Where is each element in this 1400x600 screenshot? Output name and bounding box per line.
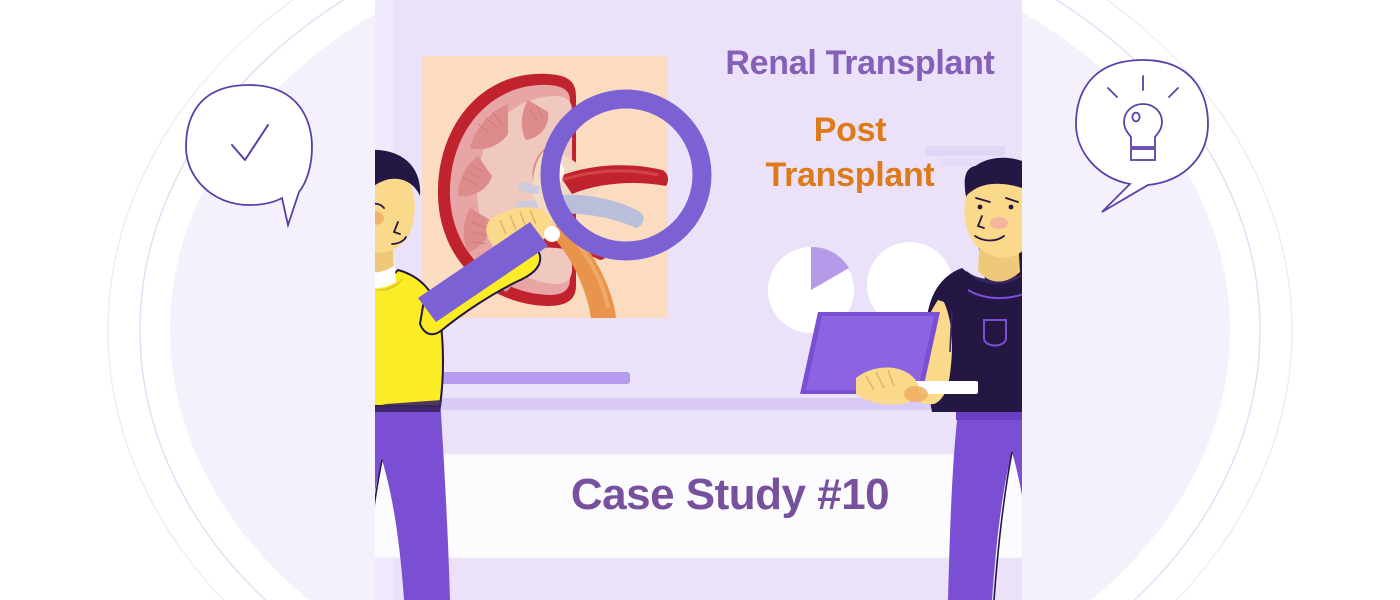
magnifying-glass [418, 89, 712, 322]
progress-bar-decor-3 [925, 146, 1005, 156]
progress-bar-decor-2 [375, 398, 1022, 410]
speech-bubble-lightbulb [1075, 59, 1209, 213]
footer-band [375, 454, 1022, 558]
progress-bar-decor-1 [432, 372, 630, 384]
magnifier-handle [418, 222, 548, 322]
progress-bar-decor-4 [940, 158, 988, 166]
check-icon [231, 124, 269, 161]
female-analyst-with-laptop [800, 157, 1022, 600]
page-subtitle: Post Transplant [700, 108, 1000, 198]
speech-bubble-check [185, 84, 313, 229]
subtitle-line-2: Transplant [765, 155, 935, 194]
pie-chart-shape [768, 246, 854, 333]
magnifier-pivot [544, 226, 560, 242]
lightbulb-icon [1107, 75, 1179, 161]
page-title: Renal Transplant [725, 44, 995, 82]
footer-title: Case Study #10 [570, 470, 890, 519]
magnifier-lens-ring [540, 89, 712, 261]
laptop-base [912, 381, 978, 394]
subtitle-line-1: Post [813, 111, 887, 149]
